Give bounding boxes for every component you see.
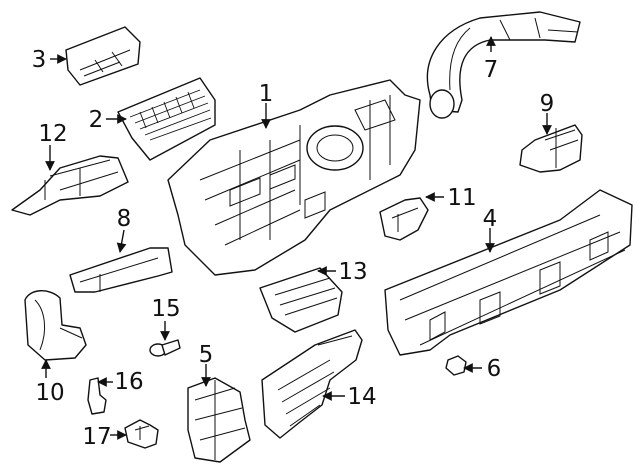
callout-12: 12 [38,121,67,147]
part-16-clip [87,377,107,415]
callout-13: 13 [338,259,367,285]
callout-1: 1 [259,81,274,107]
callout-7: 7 [484,57,499,83]
callout-14: 14 [347,384,376,410]
part-13-vent [259,267,343,333]
callout-6: 6 [487,356,502,382]
callout-3: 3 [32,47,47,73]
part-3-bracket [65,26,141,86]
part-17-sensor [124,419,159,449]
callout-11: 11 [447,185,476,211]
callout-10: 10 [35,380,64,406]
part-5-actuator [187,377,251,463]
part-8-duct [69,247,173,293]
callout-4: 4 [483,206,498,232]
part-14-vent-assembly [261,329,363,439]
part-7-air-duct [426,11,581,119]
callout-9: 9 [540,91,555,117]
part-12-bracket [11,155,129,216]
part-10-duct-elbow [24,290,87,361]
part-1-hvac-housing [167,79,421,276]
callout-17: 17 [82,424,111,450]
callout-5: 5 [199,342,214,368]
part-15-pin [149,339,181,357]
part-11-bracket [379,197,429,241]
leader-lines [41,36,552,440]
callout-16: 16 [114,369,143,395]
callout-2: 2 [89,107,104,133]
part-9-duct [519,124,583,173]
part-2-vent-grille [117,77,216,161]
callout-15: 15 [151,296,180,322]
callout-numbers: 1 2 3 4 5 6 7 8 9 10 11 12 13 14 15 16 1… [32,47,555,450]
part-4-crossmember [384,189,633,356]
part-6-bolt [445,355,467,376]
callout-8: 8 [117,206,132,232]
